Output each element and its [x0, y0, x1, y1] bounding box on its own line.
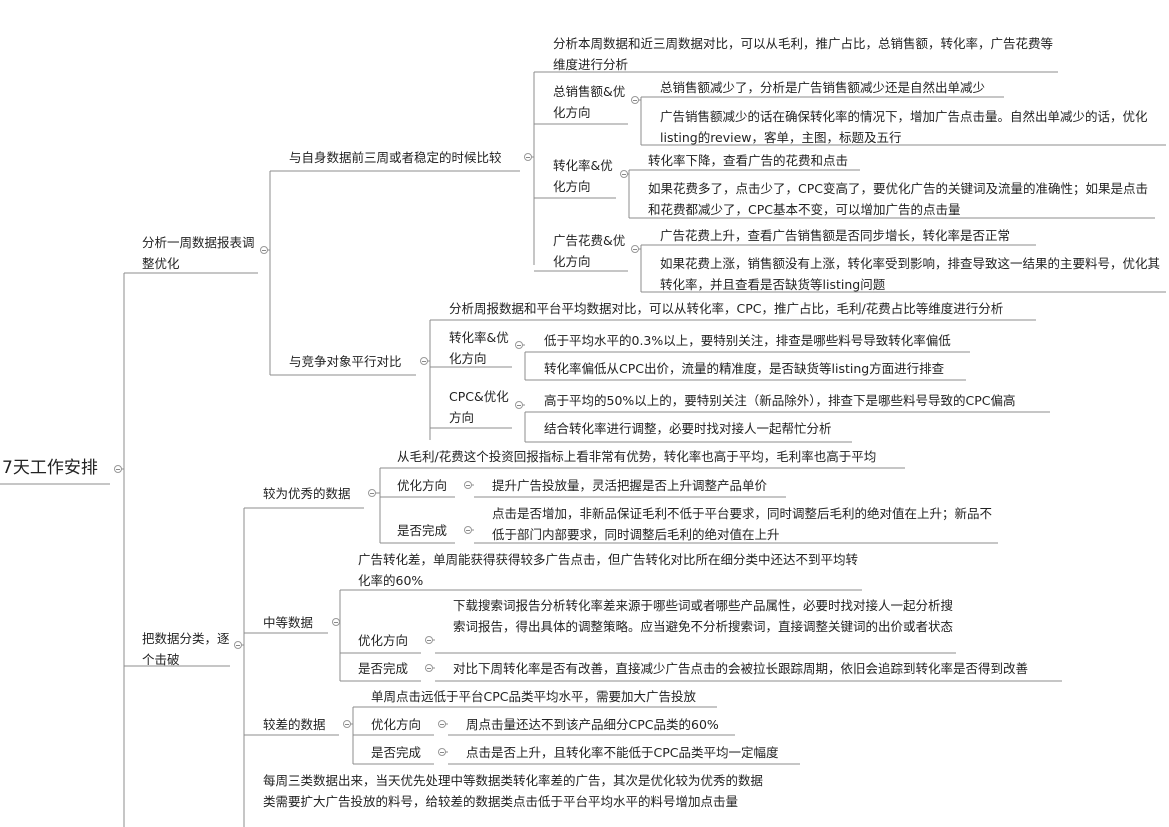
note-medium-intro[interactable]: 广告转化差，单周能获得获得较多广告点击，但广告转化对比所在细分类中还达不到平均转… [358, 552, 859, 588]
collapse-toggle-compare-competitors-icon[interactable] [420, 357, 428, 365]
note-medium-direction[interactable]: 下载搜索词报告分析转化率差来源于哪些词或者哪些产品属性，必要时找对接人一起分析搜… [453, 598, 954, 634]
topic-good-data[interactable]: 较为优秀的数据 [263, 486, 351, 501]
note-competitor-cpc-1[interactable]: 高于平均的50%以上的，要特别关注（新品除外），排查下是哪些料号导致的CPC偏高 [544, 393, 1016, 408]
note-poor-direction[interactable]: 周点击量还达不到该产品细分CPC品类的60% [466, 717, 719, 732]
collapse-toggle-medium-data-icon[interactable] [332, 618, 340, 626]
collapse-toggle-good-direction-icon[interactable] [464, 481, 472, 489]
topic-compare-competitors[interactable]: 与竞争对象平行对比 [289, 354, 402, 369]
topic-analyze-weekly-report[interactable]: 分析一周数据报表调整优化 [142, 235, 255, 271]
note-poor-done[interactable]: 点击是否上升，且转化率不能低于CPC品类平均一定幅度 [466, 745, 779, 760]
collapse-toggle-good-done-icon[interactable] [464, 526, 472, 534]
collapse-toggle-ad-spend-icon[interactable] [631, 245, 639, 253]
label-medium-done[interactable]: 是否完成 [358, 661, 409, 676]
collapse-toggle-compare-self-icon[interactable] [524, 153, 532, 161]
topic-compare-self[interactable]: 与自身数据前三周或者稳定的时候比较 [289, 150, 502, 165]
root-topic[interactable]: 7天工作安排 [2, 458, 98, 478]
collapse-toggle-sales-icon[interactable] [631, 96, 639, 104]
note-ad-spend-1[interactable]: 广告花费上升，查看广告销售额是否同步增长，转化率是否正常 [660, 228, 1011, 243]
label-medium-direction[interactable]: 优化方向 [358, 633, 409, 648]
note-competitor-cpc-2[interactable]: 结合转化率进行调整，必要时找对接人一起帮忙分析 [544, 421, 832, 436]
topic-competitor-cpc[interactable]: CPC&优化方向 [449, 389, 509, 425]
topic-classify-data[interactable]: 把数据分类，逐个击破 [142, 631, 230, 667]
topic-poor-data[interactable]: 较差的数据 [263, 717, 326, 732]
note-ad-spend-2[interactable]: 如果花费上涨，销售额没有上涨，转化率受到影响，排查导致这一结果的主要料号，优化其… [660, 256, 1161, 292]
collapse-toggle-conversion-icon[interactable] [620, 170, 628, 178]
note-competitor-conversion-2[interactable]: 转化率偏低从CPC出价，流量的精准度，是否缺货等listing方面进行排查 [544, 361, 945, 376]
label-good-direction[interactable]: 优化方向 [397, 478, 448, 493]
label-poor-done[interactable]: 是否完成 [371, 745, 422, 760]
collapse-toggle-medium-done-icon[interactable] [425, 664, 433, 672]
note-sales-1[interactable]: 总销售额减少了，分析是广告销售额减少还是自然出单减少 [660, 80, 986, 95]
note-medium-done[interactable]: 对比下周转化率是否有改善，直接减少广告点击的会被拉长跟踪周期，依旧会追踪到转化率… [453, 661, 1029, 676]
topic-conversion-direction[interactable]: 转化率&优化方向 [553, 158, 613, 194]
label-poor-direction[interactable]: 优化方向 [371, 717, 422, 732]
collapse-toggle-poor-done-icon[interactable] [438, 748, 446, 756]
note-competitor-intro[interactable]: 分析周报数据和平台平均数据对比，可以从转化率，CPC，推广占比，毛利/花费占比等… [449, 301, 1004, 316]
note-self-intro[interactable]: 分析本周数据和近三周数据对比，可以从毛利，推广占比，总销售额，转化率，广告花费等… [553, 36, 1054, 72]
topic-ad-spend-direction[interactable]: 广告花费&优化方向 [553, 233, 626, 269]
collapse-toggle-competitor-conversion-icon[interactable] [515, 341, 523, 349]
note-good-direction[interactable]: 提升广告投放量，灵活把握是否上升调整产品单价 [492, 478, 768, 493]
collapse-toggle-root-icon[interactable] [114, 465, 122, 473]
collapse-toggle-competitor-cpc-icon[interactable] [515, 401, 523, 409]
label-good-done[interactable]: 是否完成 [397, 523, 448, 538]
note-sales-2[interactable]: 广告销售额减少的话在确保转化率的情况下，增加广告点击量。自然出单减少的话，优化l… [660, 109, 1148, 145]
note-poor-intro[interactable]: 单周点击远低于平台CPC品类平均水平，需要加大广告投放 [371, 689, 696, 704]
collapse-toggle-good-data-icon[interactable] [368, 489, 376, 497]
collapse-toggle-poor-data-icon[interactable] [343, 720, 351, 728]
collapse-toggle-poor-direction-icon[interactable] [438, 720, 446, 728]
note-weekly-summary[interactable]: 每周三类数据出来，当天优先处理中等数据类转化率差的广告，其次是优化较为优秀的数据… [263, 773, 764, 809]
note-conversion-2[interactable]: 如果花费多了，点击少了，CPC变高了，要优化广告的关键词及流量的准确性；如果是点… [648, 181, 1148, 217]
note-competitor-conversion-1[interactable]: 低于平均水平的0.3%以上，要特别关注，排查是哪些料号导致转化率偏低 [544, 333, 951, 348]
collapse-toggle-analyze-icon[interactable] [260, 246, 268, 254]
topic-medium-data[interactable]: 中等数据 [263, 615, 314, 630]
topic-competitor-conversion[interactable]: 转化率&优化方向 [449, 330, 509, 366]
note-conversion-1[interactable]: 转化率下降，查看广告的花费和点击 [648, 153, 849, 168]
note-good-done[interactable]: 点击是否增加，非新品保证毛利不低于平台要求，同时调整后毛利的绝对值在上升；新品不… [492, 506, 993, 542]
collapse-toggle-medium-direction-icon[interactable] [425, 636, 433, 644]
note-good-intro[interactable]: 从毛利/花费这个投资回报指标上看非常有优势，转化率也高于平均，毛利率也高于平均 [397, 449, 877, 464]
topic-sales-direction[interactable]: 总销售额&优化方向 [553, 84, 626, 120]
collapse-toggle-classify-icon[interactable] [234, 641, 242, 649]
